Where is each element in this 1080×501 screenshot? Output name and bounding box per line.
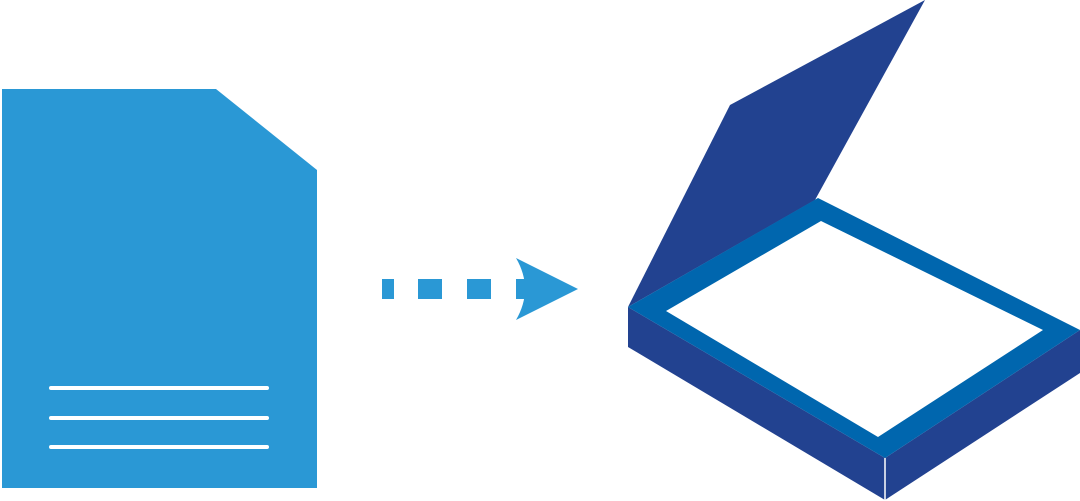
document-body xyxy=(2,89,317,488)
flatbed-scanner-icon xyxy=(628,0,1080,500)
scanner-lid xyxy=(628,0,925,307)
arrow-dash-1 xyxy=(382,279,394,299)
arrow-dash-3 xyxy=(467,279,491,299)
scanner-front-side xyxy=(628,307,885,500)
arrow-head xyxy=(516,258,578,320)
dashed-arrow-icon xyxy=(382,258,578,320)
arrow-dash-4 xyxy=(516,279,526,299)
scanner-right-side xyxy=(885,330,1080,500)
document-icon xyxy=(2,89,317,488)
scanner-glass xyxy=(666,221,1043,437)
document-text-lines xyxy=(49,386,269,449)
arrow-dash-2 xyxy=(418,279,442,299)
